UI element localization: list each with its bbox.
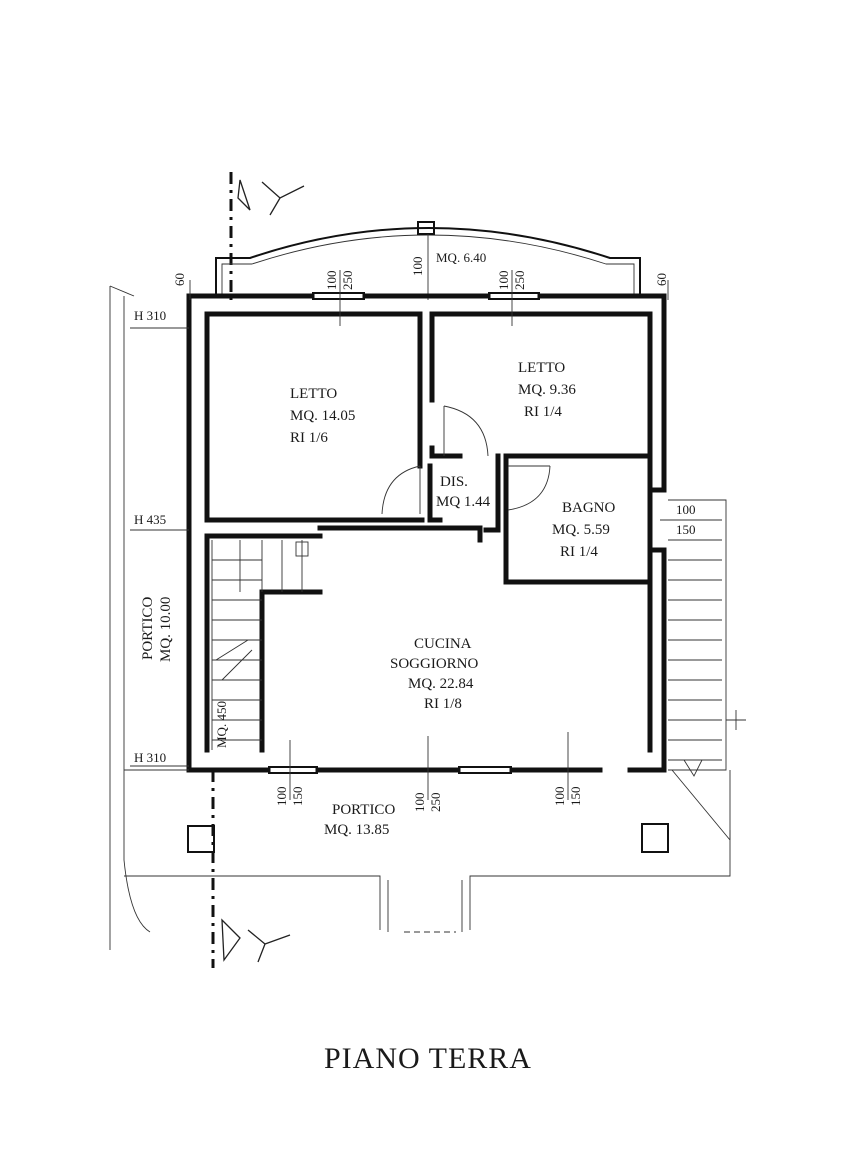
dim-60-left: 60: [172, 273, 187, 286]
dim-150-stair: 150: [676, 522, 696, 537]
dim-100-top-mid: 100: [410, 257, 425, 277]
room-letto-right: LETTO MQ. 9.36 RI 1/4: [518, 360, 576, 420]
room-area: MQ. 14.05: [290, 408, 355, 424]
height-mid: H 435: [134, 512, 166, 527]
room-area: MQ 1.44: [436, 494, 491, 510]
dim-150-bottom-right: 150: [568, 787, 583, 807]
room-name-2: SOGGIORNO: [390, 656, 479, 672]
dim-60-right: 60: [654, 273, 669, 286]
stairs-interior: [211, 540, 309, 750]
room-name: BAGNO: [562, 500, 616, 516]
section-marker-top: [229, 172, 305, 300]
plan-title: PIANO TERRA: [324, 1042, 532, 1075]
room-ratio: RI 1/6: [290, 430, 328, 446]
room-area: MQ. 9.36: [518, 382, 576, 398]
dim-100-top-right: 100: [496, 271, 511, 291]
interior-walls: [204, 311, 667, 753]
room-name-1: CUCINA: [414, 636, 472, 652]
room-portico-bottom: PORTICO MQ. 13.85: [324, 802, 395, 838]
stairs-exterior: [668, 499, 746, 841]
room-dis: DIS. MQ 1.44: [436, 474, 491, 510]
dim-250-top-right: 250: [512, 271, 527, 291]
room-cucina: CUCINA SOGGIORNO MQ. 22.84 RI 1/8: [390, 636, 479, 712]
dim-100-bottom-left: 100: [274, 787, 289, 807]
dim-100-stair: 100: [676, 502, 696, 517]
room-name: PORTICO: [140, 597, 156, 660]
room-area: MQ. 10.00: [158, 597, 174, 662]
dim-100-bottom-mid: 100: [412, 793, 427, 813]
balcony-area: MQ. 6.40: [436, 250, 486, 265]
section-marker-bottom: [211, 770, 291, 968]
room-name: LETTO: [518, 360, 565, 376]
room-bagno: BAGNO MQ. 5.59 RI 1/4: [552, 500, 616, 560]
height-bottom: H 310: [134, 750, 166, 765]
dimension-lines: [130, 270, 700, 800]
balcony: [215, 221, 641, 300]
dim-150-bottom-left: 150: [290, 787, 305, 807]
dim-250-bottom-mid: 250: [428, 793, 443, 813]
room-name: DIS.: [440, 474, 468, 490]
room-area: MQ. 5.59: [552, 522, 610, 538]
outer-walls: [186, 292, 667, 774]
dim-100-top-left: 100: [324, 271, 339, 291]
room-ratio: RI 1/8: [424, 696, 462, 712]
doors: [381, 405, 551, 515]
room-letto-left: LETTO MQ. 14.05 RI 1/6: [290, 386, 355, 446]
room-area: MQ. 22.84: [408, 676, 474, 692]
height-top: H 310: [134, 308, 166, 323]
room-name: LETTO: [290, 386, 337, 402]
room-ratio: RI 1/4: [524, 404, 562, 420]
bottom-portico: [124, 823, 731, 933]
room-area: MQ. 13.85: [324, 822, 389, 838]
dim-100-bottom-right: 100: [552, 787, 567, 807]
side-portico: [109, 285, 189, 950]
room-name: PORTICO: [332, 802, 395, 818]
stair-label: MQ. 450: [214, 701, 229, 748]
room-portico-side: PORTICO MQ. 10.00: [140, 597, 174, 662]
dim-250-top-left: 250: [340, 271, 355, 291]
room-ratio: RI 1/4: [560, 544, 598, 560]
